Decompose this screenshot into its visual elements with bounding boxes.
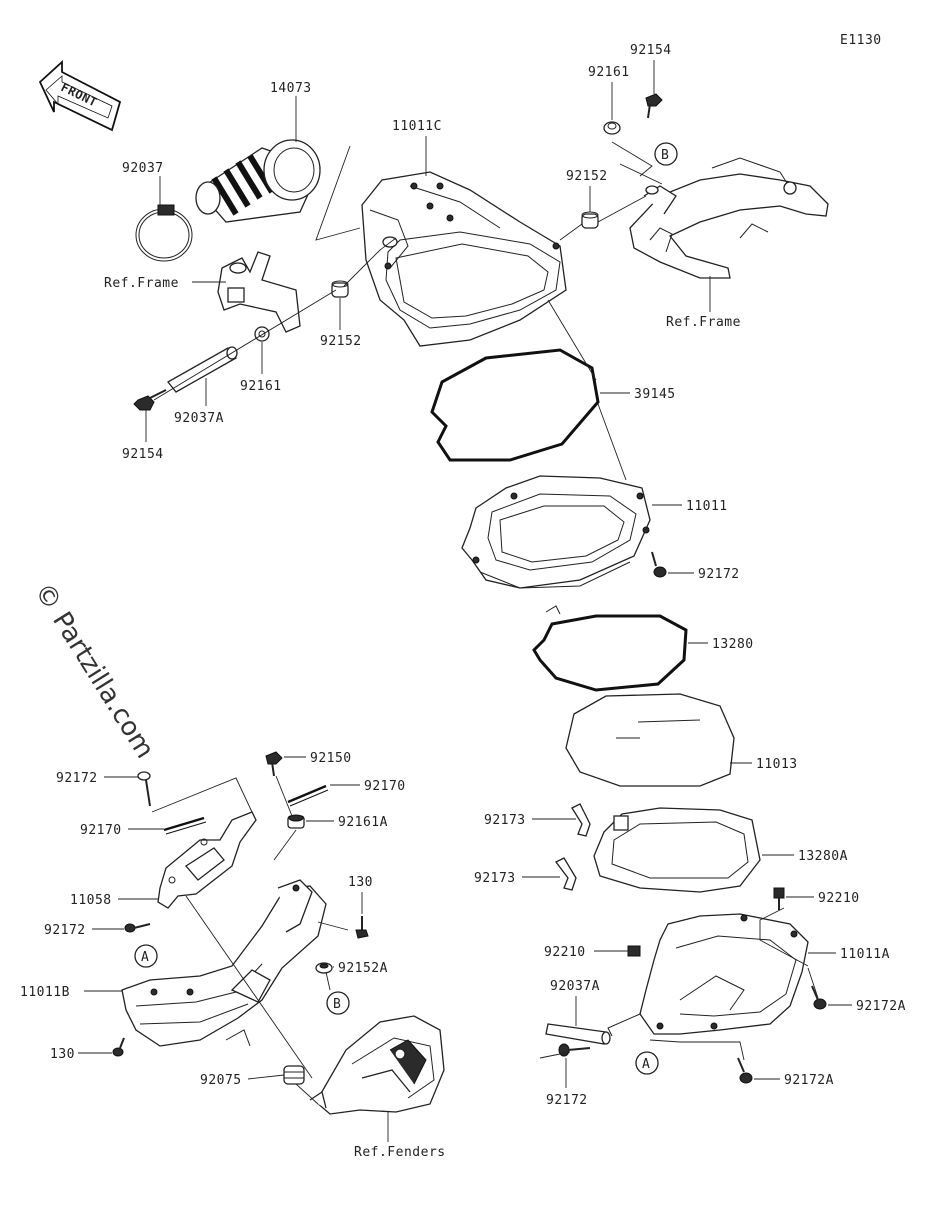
housing-11011B [121, 879, 327, 1047]
marker-a-left: A [134, 944, 158, 968]
grommet-92152-top [581, 211, 599, 229]
filter-11013 [565, 693, 735, 787]
label-11058: 11058 [70, 893, 112, 908]
bolt-130-right [355, 916, 369, 939]
label-11011C: 11011C [392, 119, 442, 134]
bolt-130-left [112, 1037, 125, 1057]
label-92152-top: 92152 [566, 169, 608, 184]
bolt-92172-bottom-right [558, 1043, 591, 1057]
strip-92170-right [287, 784, 329, 807]
clip-92173-b [555, 857, 577, 891]
clamp-92037 [135, 204, 193, 262]
svg-text:A: A [642, 1057, 650, 1072]
label-11011: 11011 [686, 499, 728, 514]
label-92172-left: 92172 [44, 923, 86, 938]
diagram-code: E1130 [840, 33, 882, 48]
label-11013: 11013 [756, 757, 798, 772]
label-ref-frame-right: Ref.Frame [666, 315, 741, 330]
screw-92172-left [124, 923, 151, 933]
screw-92172-mid [651, 551, 667, 578]
label-92172A-b: 92172A [784, 1073, 834, 1088]
label-92154-left: 92154 [122, 447, 164, 462]
svg-text:A: A [141, 950, 149, 965]
label-92161-top: 92161 [588, 65, 630, 80]
label-39145: 39145 [634, 387, 676, 402]
label-92161A: 92161A [338, 815, 388, 830]
grommet-92152A [315, 962, 333, 974]
label-13280: 13280 [712, 637, 754, 652]
collar-92161-mid [254, 326, 270, 342]
screw-92172A-a [811, 985, 827, 1010]
bolt-92150 [265, 751, 283, 777]
label-130-right: 130 [348, 875, 373, 890]
label-92172A-a: 92172A [856, 999, 906, 1014]
label-92152-mid: 92152 [320, 334, 362, 349]
label-130-left: 130 [50, 1047, 75, 1062]
grommet-92152-mid [331, 280, 349, 298]
bolt-92154-left [133, 389, 167, 411]
gasket-39145 [430, 348, 600, 462]
marker-b-top: B [654, 142, 678, 166]
label-ref-fenders: Ref.Fenders [354, 1145, 446, 1160]
label-92173-a: 92173 [484, 813, 526, 828]
label-11011B: 11011B [20, 985, 70, 1000]
spacer-92037A-right [545, 1023, 611, 1045]
svg-text:B: B [661, 148, 669, 163]
label-92037A-right: 92037A [550, 979, 600, 994]
gasket-13280 [532, 605, 688, 692]
label-92173-b: 92173 [474, 871, 516, 886]
watermark: © Partzilla.com [28, 578, 160, 764]
label-92037A-left: 92037A [174, 411, 224, 426]
grommet-92161A [287, 814, 305, 829]
label-92210-right: 92210 [818, 891, 860, 906]
nut-92210-right [773, 887, 785, 910]
label-92210-left: 92210 [544, 945, 586, 960]
frame-13280A [593, 807, 761, 893]
marker-b-bottom: B [326, 991, 350, 1015]
bracket-11058 [157, 811, 257, 909]
nut-92210-left [627, 945, 641, 957]
label-ref-frame-left: Ref.Frame [104, 276, 179, 291]
label-92172-mid: 92172 [698, 567, 740, 582]
housing-upper-11011C [361, 171, 567, 347]
grommet-92075 [283, 1065, 305, 1085]
label-11011A: 11011A [840, 947, 890, 962]
svg-text:B: B [333, 997, 341, 1012]
label-92154-top: 92154 [630, 43, 672, 58]
label-92170-left: 92170 [80, 823, 122, 838]
label-92172-upper-left: 92172 [56, 771, 98, 786]
clip-92173-a [571, 803, 591, 837]
label-92152A: 92152A [338, 961, 388, 976]
bolt-92172-upper-left [137, 771, 151, 807]
label-92161-mid: 92161 [240, 379, 282, 394]
strip-92170-left [163, 816, 207, 835]
fender-ref [309, 1015, 445, 1115]
label-14073: 14073 [270, 81, 312, 96]
front-arrow-icon: FRONT [38, 59, 122, 132]
frame-bracket-right [629, 157, 829, 279]
label-92037: 92037 [122, 161, 164, 176]
label-92170-right: 92170 [364, 779, 406, 794]
intake-duct-14073 [195, 139, 321, 223]
housing-11011 [461, 475, 651, 589]
screw-92172A-b [737, 1057, 753, 1084]
label-92075: 92075 [200, 1073, 242, 1088]
marker-a-right: A [635, 1051, 659, 1075]
collar-92161-top [603, 121, 621, 135]
label-92172-bottom-right: 92172 [546, 1093, 588, 1108]
label-13280A: 13280A [798, 849, 848, 864]
bolt-92154-top [645, 93, 663, 119]
frame-bracket-left [217, 251, 301, 333]
label-92150: 92150 [310, 751, 352, 766]
housing-11011A [607, 913, 809, 1037]
